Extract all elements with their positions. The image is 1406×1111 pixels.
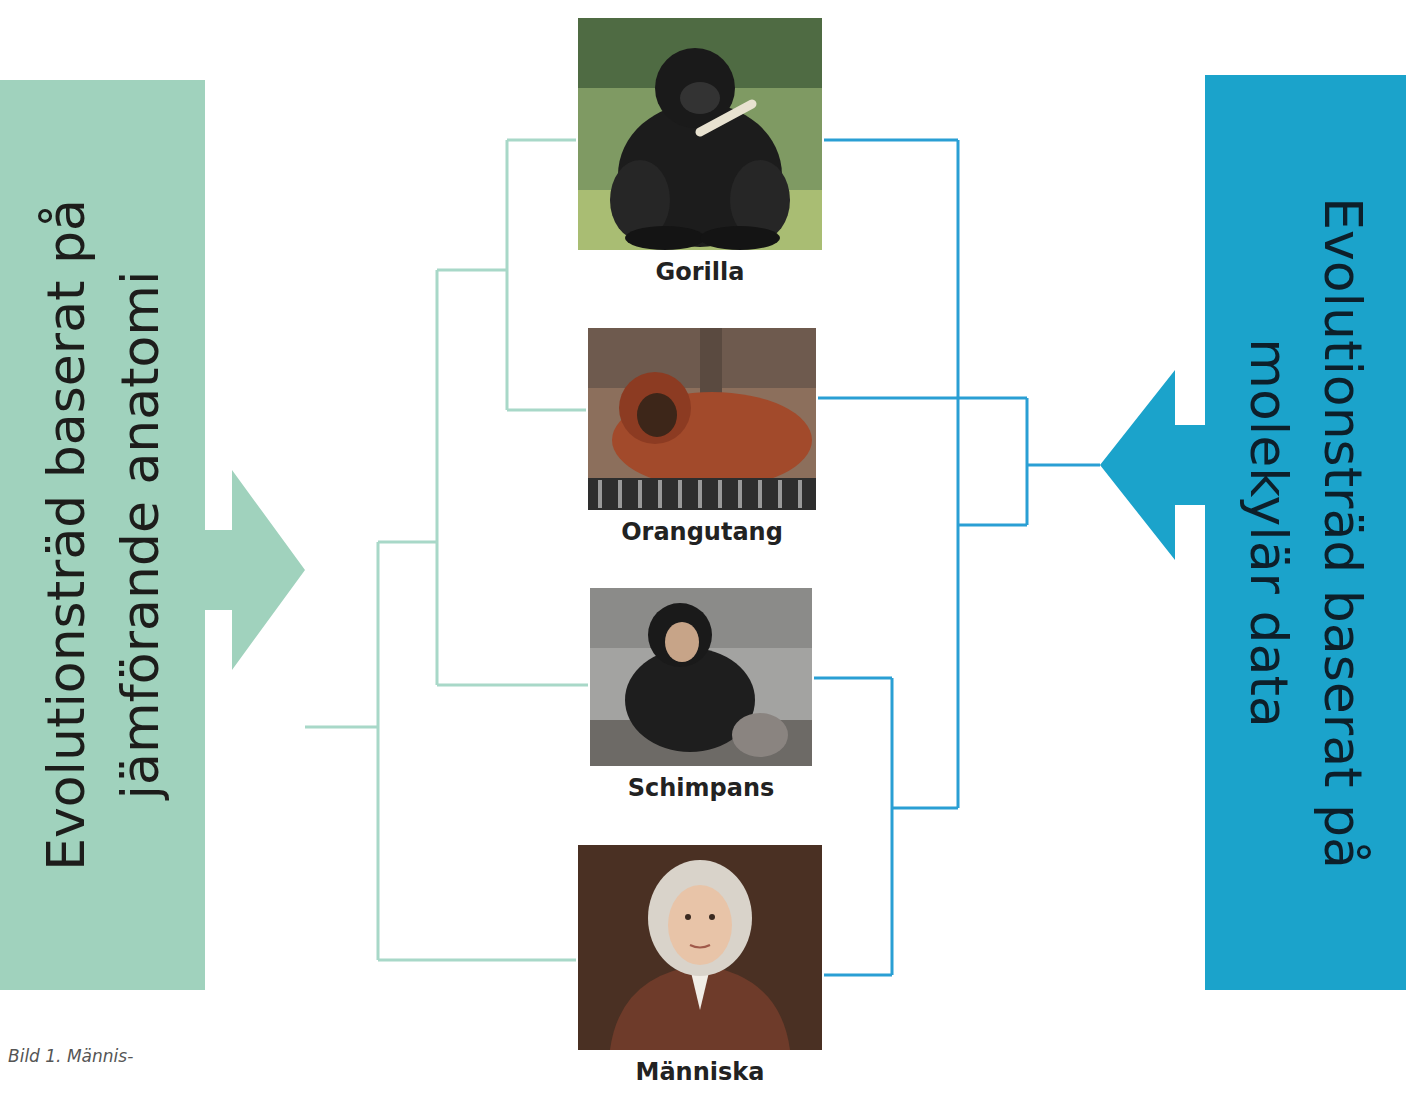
molecular-tree [814,140,1100,975]
anatomy-tree [305,140,588,960]
left-arrow [200,470,305,670]
figure-caption: Bild 1. Männis- [8,1046,133,1066]
orangutan-node: Orangutang [588,328,816,554]
band-title: Evolutionsträd baserat på jämförande ana… [29,95,177,975]
species-label: Människa [636,1058,765,1086]
anatomy-band: Evolutionsträd baserat på jämförande ana… [0,80,205,990]
gorilla-node: Gorilla [578,18,822,294]
chimpanzee-photo [590,588,812,766]
right-arrow [1100,370,1210,560]
human-node: Människa [578,845,822,1094]
gorilla-photo [578,18,822,250]
molecular-band: Evolutionsträd baserat på molekylär data [1205,75,1406,990]
human-portrait [578,845,822,1050]
species-label: Orangutang [621,518,783,546]
band-title: Evolutionsträd baserat på molekylär data [1232,90,1380,975]
species-label: Gorilla [656,258,745,286]
orangutan-photo [588,328,816,510]
chimpanzee-node: Schimpans [590,588,812,810]
species-label: Schimpans [628,774,775,802]
